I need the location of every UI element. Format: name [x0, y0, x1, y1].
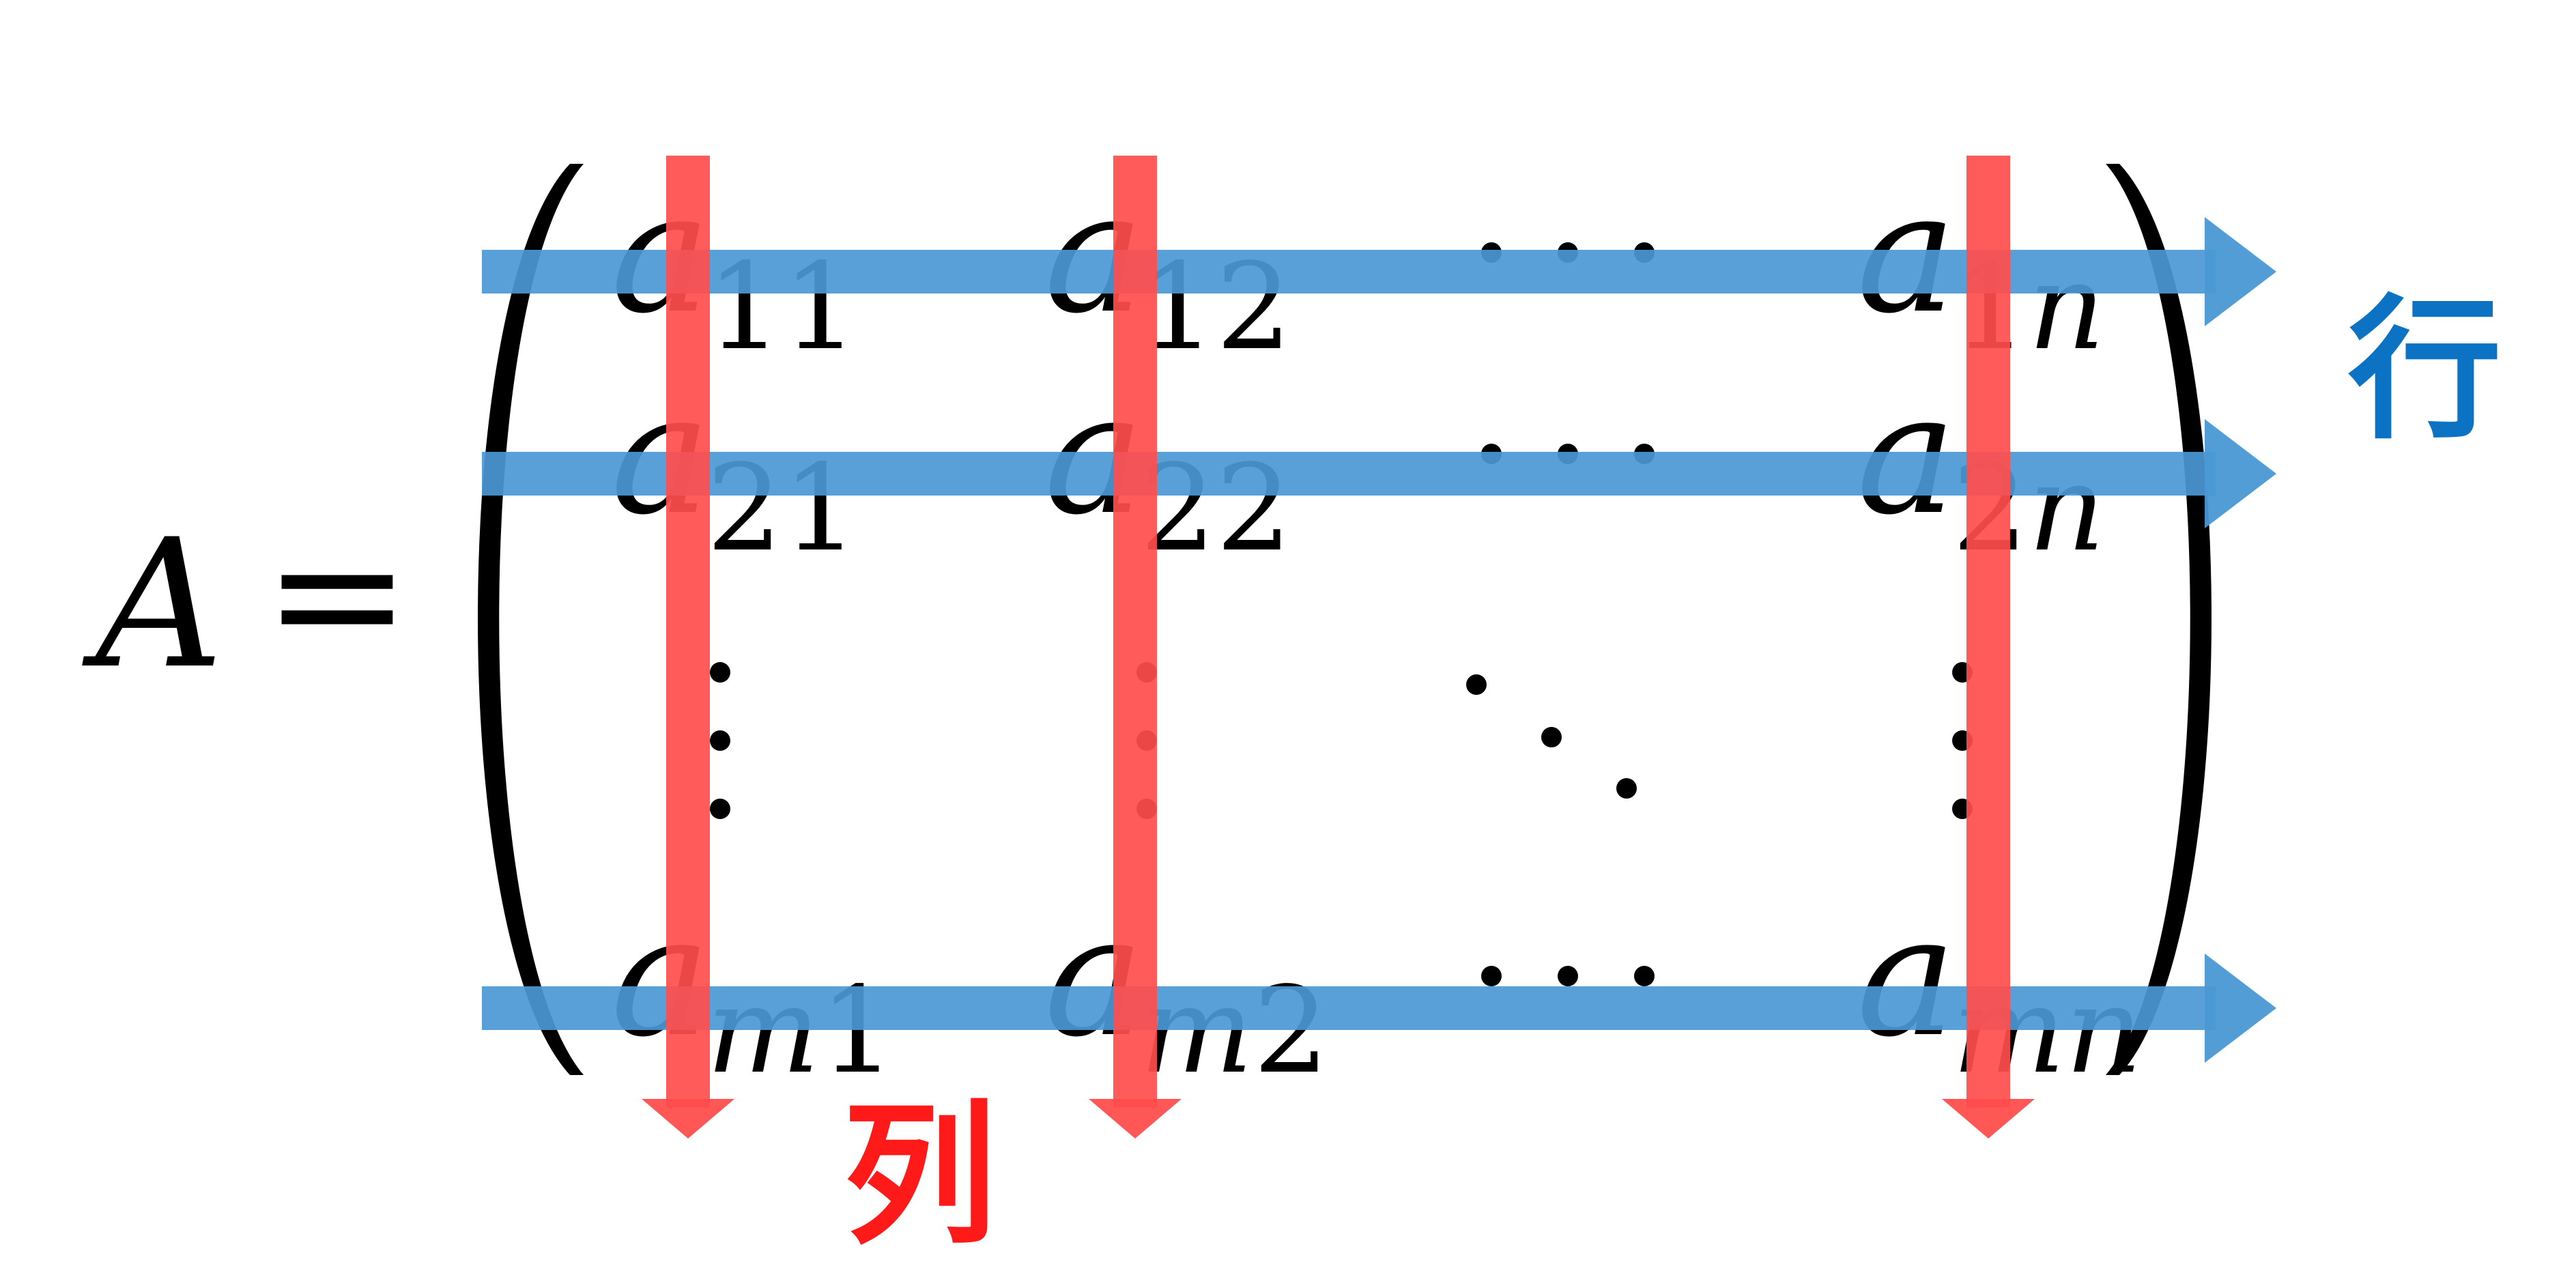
- row-arrow-head: [2205, 217, 2276, 326]
- vdots-dot: [710, 799, 730, 819]
- row-arrow-shaft: [482, 452, 2216, 496]
- matrix-brackets: [478, 164, 2212, 1075]
- equation-lhs: A =: [82, 491, 412, 708]
- ddots-dot: [1541, 727, 1562, 747]
- column-arrow: [642, 156, 734, 1139]
- row-label: 行: [2348, 281, 2502, 460]
- right-parenthesis: [2106, 164, 2212, 1075]
- ddots-dot: [1616, 778, 1637, 799]
- hdots-dot: [1558, 966, 1578, 986]
- matrix-entry: [1466, 674, 1637, 799]
- lhs-symbol: A: [82, 502, 224, 708]
- column-arrow-shaft: [1113, 156, 1157, 1108]
- arrows-layer: [482, 156, 2276, 1139]
- row-arrow-head: [2205, 954, 2276, 1063]
- vdots-dot: [710, 662, 730, 683]
- entry-subscript: m1: [706, 962, 896, 1100]
- row-arrow-shaft: [482, 986, 2216, 1030]
- column-label: 列: [843, 1087, 997, 1265]
- matrix-entry: [1481, 966, 1655, 986]
- matrix-entry: [710, 662, 730, 819]
- column-arrow-head: [1089, 1099, 1182, 1139]
- matrix-entries: a11a12a1na21a22a2nam1am2amn: [611, 156, 2143, 1100]
- hdots-dot: [1634, 966, 1655, 986]
- row-arrow-head: [2205, 419, 2276, 528]
- column-arrow: [1942, 156, 2035, 1139]
- column-arrow-shaft: [666, 156, 710, 1108]
- equals-sign: =: [263, 491, 412, 698]
- column-arrow: [1089, 156, 1182, 1139]
- column-arrow-head: [1942, 1099, 2035, 1139]
- column-arrow-shaft: [1966, 156, 2010, 1108]
- row-arrow: [482, 419, 2276, 528]
- vdots-dot: [710, 730, 730, 751]
- column-arrow-head: [642, 1099, 734, 1139]
- hdots-dot: [1481, 966, 1502, 986]
- arrow-labels: 行 列: [843, 281, 2502, 1265]
- ddots-dot: [1466, 674, 1487, 695]
- row-arrow: [482, 217, 2276, 326]
- row-arrow: [482, 954, 2276, 1063]
- left-parenthesis: [478, 164, 584, 1075]
- row-arrow-shaft: [482, 250, 2216, 294]
- entry-base: a: [1857, 879, 1956, 1074]
- entry-subscript: m2: [1140, 962, 1329, 1100]
